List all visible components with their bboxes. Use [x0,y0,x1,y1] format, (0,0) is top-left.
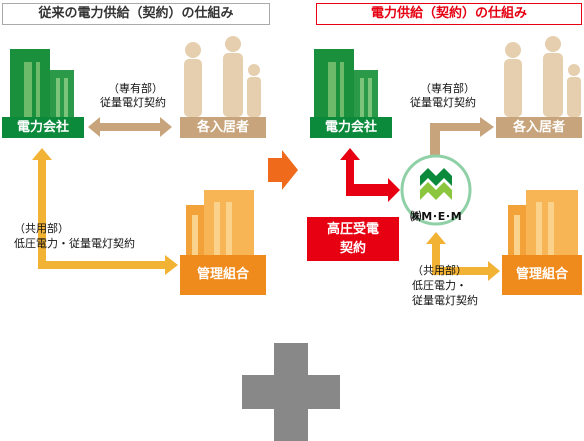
right-private-note-1: （専有部） [420,82,475,95]
right-power-company-label: 電力会社 [310,117,392,138]
union-building-icon-right [508,190,578,255]
red-arrow [340,148,400,202]
mem-logo-icon [400,154,472,226]
left-l-arrow [32,148,178,275]
left-private-note-2: 従量電灯契約 [100,96,166,109]
right-residents-label: 各入居者 [496,117,582,138]
union-building-icon [186,190,254,255]
high-voltage-line-2: 契約 [339,241,366,256]
left-common-note-2: 低圧電力・従量電灯契約 [14,237,135,250]
left-union-label: 管理組合 [180,255,266,295]
left-title: 従来の電力供給（契約）の仕組み [2,3,270,25]
right-common-note-3: 従量電灯契約 [412,294,478,307]
left-double-arrow [88,117,172,137]
right-title: 電力供給（契約）の仕組み [316,3,582,25]
power-company-building-icon-right [314,49,378,117]
tan-arrow-to-residents [430,117,494,158]
right-common-note-1: （共用部） [412,264,467,277]
power-company-building-icon [10,49,74,117]
left-common-note-1: （共用部） [14,222,69,235]
right-common-note-2: 低圧電力・ [412,279,467,292]
left-private-note-1: （専有部） [108,82,163,95]
high-voltage-line-1: 高圧受電 [326,222,379,237]
residents-family-icon [184,36,261,117]
orange-arrow-to-union [426,232,500,281]
high-voltage-contract-box: 高圧受電 契約 [307,217,399,261]
right-private-note-2: 従量電灯契約 [410,96,476,109]
left-power-company-label: 電力会社 [2,117,84,138]
plus-icon [242,343,340,441]
right-union-label: 管理組合 [502,255,582,295]
residents-family-icon-right [504,36,581,117]
center-transition-arrow [268,150,298,190]
mem-company-label: ㈱M･E･M [410,210,462,223]
left-residents-label: 各入居者 [180,117,266,138]
